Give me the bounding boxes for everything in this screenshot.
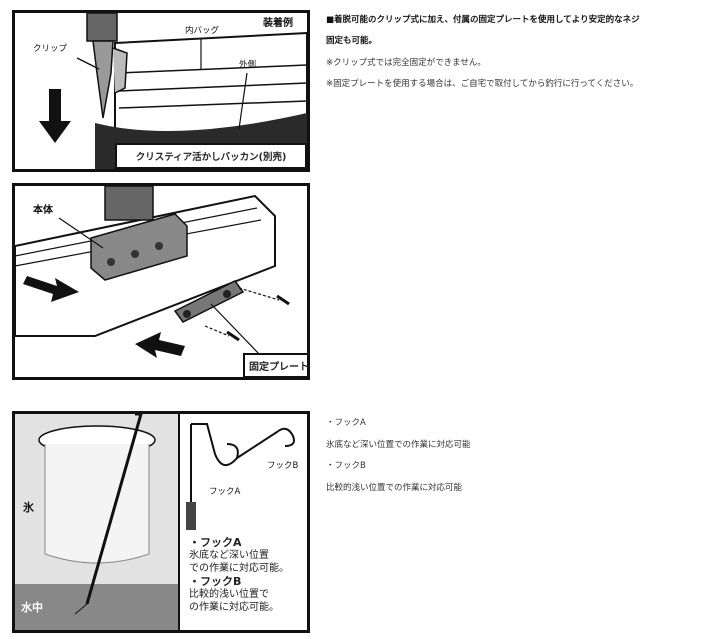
hook-b-title: ・フックB [189, 575, 242, 588]
hook-a-line1: 氷底など深い位置 [189, 550, 269, 561]
ice-label: 氷 [23, 501, 34, 514]
outer-label: 外側 [239, 60, 257, 70]
mount-example-title: 装着例 [263, 18, 293, 29]
panel-fixing-plate: 本体 固定プレート [12, 183, 310, 380]
panel-hooks: 氷 水中 フックB フックA ・フックA 氷底など深い位置 での作業に対応可能。… [12, 411, 310, 633]
hook-a-title: ・フックA [189, 536, 242, 549]
clip-label: クリップ [33, 44, 68, 54]
hook-a-description: 氷底など深い位置での作業に対応可能 [326, 440, 471, 450]
note-clip: ※クリップ式では完全固定ができません。 [326, 58, 486, 68]
hooks-illustration [15, 414, 295, 630]
hook-b-line2: の作業に対応可能。 [189, 602, 279, 613]
plate-illustration [15, 186, 290, 358]
feature-line-2: 固定も可能。 [326, 36, 378, 46]
hook-b-small-label: フックB [267, 461, 299, 471]
bakkan-caption: クリスティア活かしバッカン(別売) [115, 143, 307, 169]
underwater-label: 水中 [21, 601, 43, 614]
hook-a-line2: での作業に対応可能。 [189, 563, 289, 574]
feature-line-1: ■着脱可能のクリップ式に加え、付属の固定プレートを使用してより安定的なネジ [326, 15, 640, 25]
hook-a-small-label: フックA [209, 487, 241, 497]
hook-b-heading: ・フックB [326, 461, 366, 471]
panel-mount-example: 装着例 内バッグ クリップ 外側 クリスティア活かしバッカン(別売) [12, 10, 310, 172]
hook-a-heading: ・フックA [326, 418, 366, 428]
note-plate: ※固定プレートを使用する場合は、ご自宅で取付してから釣行に行ってください。 [326, 79, 639, 89]
inner-bag-label: 内バッグ [185, 26, 220, 36]
hook-b-line1: 比較的浅い位置で [189, 589, 269, 600]
hooks-description: ・フックA 氷底など深い位置 での作業に対応可能。 ・フックB 比較的浅い位置で… [189, 536, 307, 614]
hook-b-description: 比較的浅い位置での作業に対応可能 [326, 483, 463, 493]
fixing-plate-label: 固定プレート [243, 353, 307, 377]
body-label: 本体 [33, 205, 53, 216]
